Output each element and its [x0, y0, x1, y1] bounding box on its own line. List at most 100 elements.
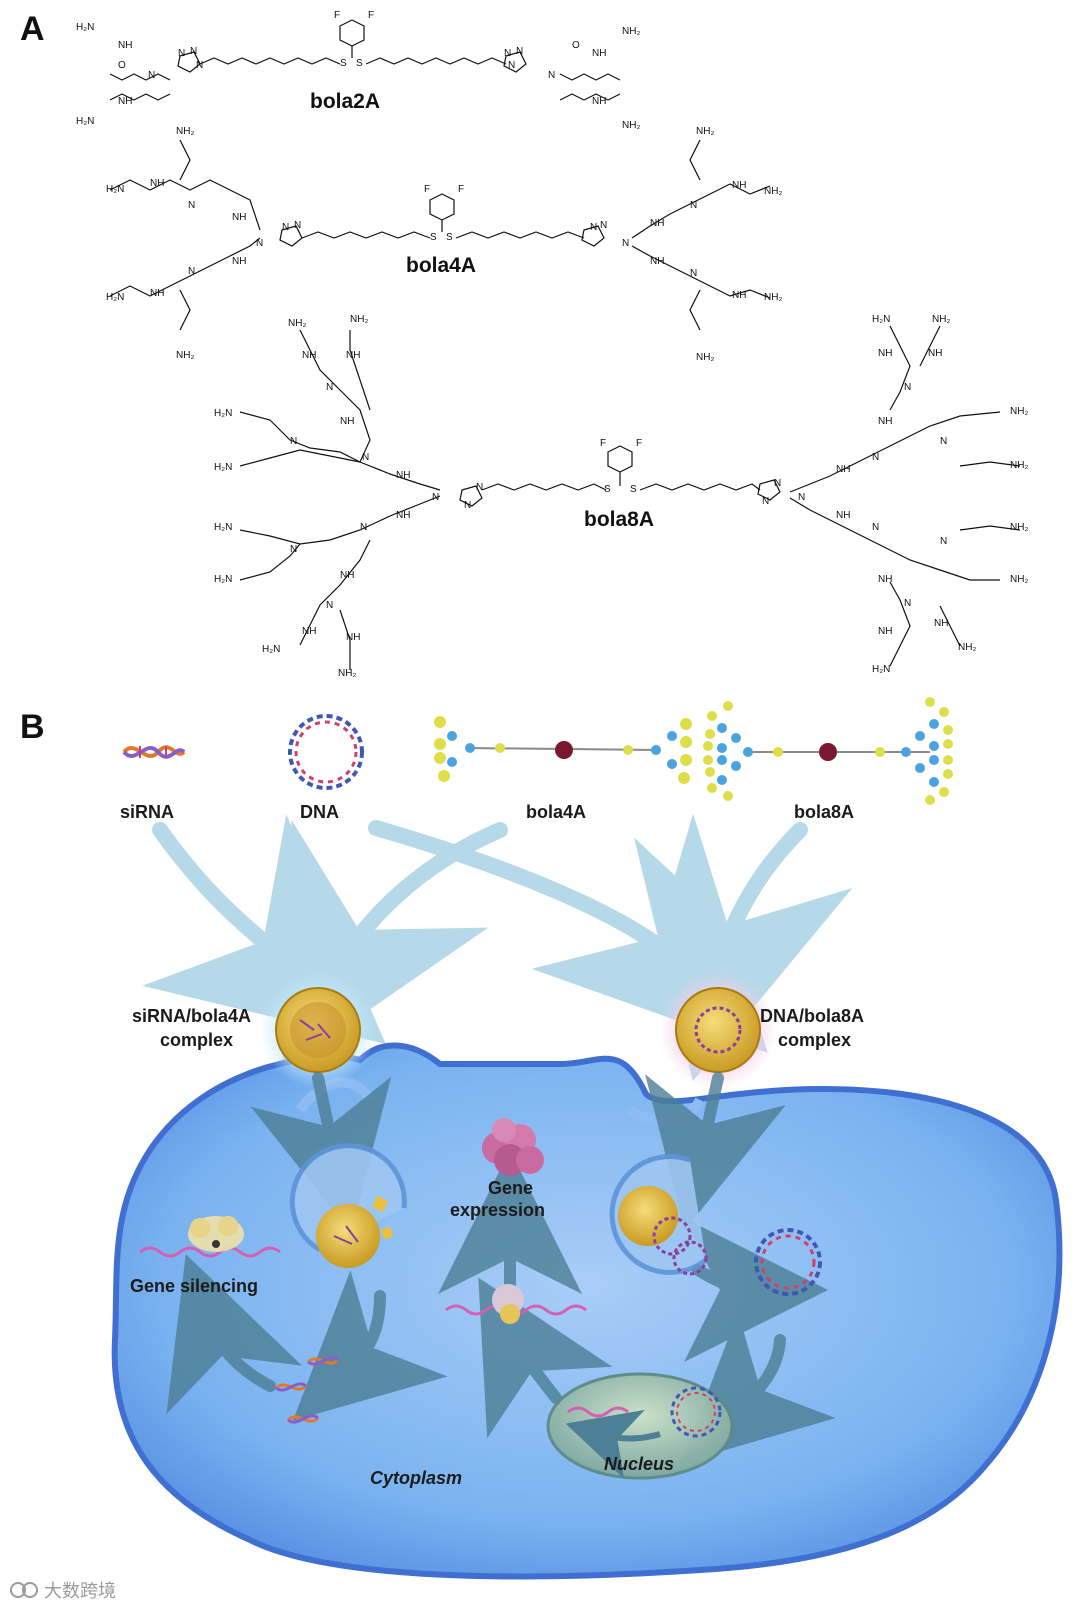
structure-bola4A: NH₂ H₂N H₂N NH₂ NH NH N N N NH NH N N S …: [106, 126, 782, 363]
triazole-left: [279, 225, 303, 247]
flow-arrows: [142, 813, 853, 1082]
label-gene-silencing: Gene silencing: [130, 1276, 258, 1296]
svg-text:N: N: [326, 600, 333, 611]
svg-text:H₂N: H₂N: [872, 664, 890, 675]
svg-text:NH: NH: [340, 570, 354, 581]
svg-text:N: N: [178, 48, 185, 59]
svg-text:NH: NH: [878, 626, 892, 637]
svg-text:NH₂: NH₂: [696, 352, 714, 363]
svg-text:NH: NH: [732, 290, 746, 301]
label-cytoplasm: Cytoplasm: [370, 1468, 462, 1488]
bola4a-icon: [434, 716, 692, 784]
svg-text:S: S: [340, 58, 347, 69]
triazole-right: [581, 225, 605, 247]
risc-on-mrna: [139, 1216, 281, 1258]
svg-text:N: N: [188, 200, 195, 211]
svg-text:N: N: [360, 522, 367, 533]
svg-text:NH₂: NH₂: [696, 126, 714, 137]
panel-a-label: A: [20, 10, 45, 48]
svg-text:NH: NH: [878, 574, 892, 585]
sirna-icon: [122, 745, 186, 759]
svg-text:S: S: [446, 232, 453, 243]
label-bola4a: bola4A: [526, 802, 586, 822]
right-arm-upper: [559, 73, 621, 81]
svg-text:NH: NH: [118, 40, 132, 51]
svg-text:F: F: [458, 184, 464, 195]
label-nucleus: Nucleus: [604, 1454, 674, 1474]
released-sirna: [274, 1356, 340, 1424]
watermark-text: 大数跨境: [44, 1581, 116, 1602]
svg-text:NH: NH: [878, 348, 892, 359]
svg-text:N: N: [476, 482, 483, 493]
svg-text:NH: NH: [232, 212, 246, 223]
right-dendron-1: [789, 411, 1001, 493]
arrow-dna-to-complex: [368, 813, 768, 1053]
svg-text:NH: NH: [650, 256, 664, 267]
svg-text:NH: NH: [232, 256, 246, 267]
svg-text:NH₂: NH₂: [958, 642, 976, 653]
svg-text:N: N: [294, 220, 301, 231]
svg-text:NH₂: NH₂: [1010, 406, 1028, 417]
svg-text:H₂N: H₂N: [214, 408, 232, 419]
left-arm-upper: [109, 73, 171, 81]
label-complex-right-2: complex: [778, 1030, 851, 1050]
triazole-left: [177, 51, 201, 73]
right-dendron-lower: [631, 245, 771, 299]
released-dna-ring: [754, 1228, 822, 1296]
svg-text:NH₂: NH₂: [350, 314, 368, 325]
arrow-bola8a-to-complex: [634, 822, 853, 1082]
svg-text:N: N: [464, 500, 471, 511]
label-complex-left-2: complex: [160, 1030, 233, 1050]
svg-text:S: S: [356, 58, 363, 69]
label-complex-left-1: siRNA/bola4A: [132, 1006, 251, 1026]
svg-text:H₂N: H₂N: [262, 644, 280, 655]
svg-text:N: N: [290, 436, 297, 447]
svg-text:N: N: [622, 238, 629, 249]
svg-text:NH: NH: [592, 48, 606, 59]
svg-text:N: N: [904, 382, 911, 393]
svg-text:NH: NH: [878, 416, 892, 427]
svg-text:N: N: [432, 492, 439, 503]
label-bola2A: bola2A: [310, 90, 380, 113]
svg-text:NH₂: NH₂: [1010, 574, 1028, 585]
svg-text:N: N: [290, 544, 297, 555]
svg-text:NH: NH: [836, 510, 850, 521]
svg-text:NH₂: NH₂: [288, 318, 306, 329]
cell: [111, 1042, 1063, 1580]
svg-text:NH: NH: [396, 470, 410, 481]
svg-text:F: F: [636, 438, 642, 449]
svg-text:N: N: [548, 70, 555, 81]
svg-text:NH₂: NH₂: [764, 186, 782, 197]
left-dendron-lower: [109, 237, 261, 297]
svg-text:N: N: [774, 478, 781, 489]
svg-text:N: N: [690, 200, 697, 211]
svg-text:NH: NH: [302, 350, 316, 361]
svg-text:NH₂: NH₂: [1010, 460, 1028, 471]
svg-text:N: N: [940, 436, 947, 447]
svg-text:N: N: [256, 238, 263, 249]
svg-text:F: F: [368, 10, 374, 21]
structure-bola8A: NH₂ NH₂ H₂N H₂N H₂N H₂N H₂N NH₂ NH NH N …: [214, 314, 1028, 679]
svg-text:H₂N: H₂N: [76, 22, 94, 33]
difluorophenyl: [429, 193, 455, 221]
svg-text:S: S: [604, 484, 611, 495]
svg-text:N: N: [904, 598, 911, 609]
dna-bola8a-complex: [660, 972, 776, 1088]
svg-text:N: N: [872, 452, 879, 463]
svg-text:O: O: [118, 60, 126, 71]
right-dendron-upper: [631, 183, 771, 239]
svg-text:NH: NH: [650, 218, 664, 229]
svg-text:NH: NH: [340, 416, 354, 427]
svg-text:NH₂: NH₂: [622, 120, 640, 131]
label-bola8a: bola8A: [794, 802, 854, 822]
svg-text:H₂N: H₂N: [106, 184, 124, 195]
watermark: 大数跨境: [10, 1581, 116, 1602]
label-complex-right-1: DNA/bola8A: [760, 1006, 864, 1026]
svg-text:F: F: [334, 10, 340, 21]
svg-text:S: S: [630, 484, 637, 495]
svg-text:NH: NH: [150, 178, 164, 189]
left-arm-lower: [109, 93, 171, 101]
panel-b-label: B: [20, 708, 45, 746]
svg-text:N: N: [516, 46, 523, 57]
sirna-bola4a-complex: [260, 972, 376, 1088]
